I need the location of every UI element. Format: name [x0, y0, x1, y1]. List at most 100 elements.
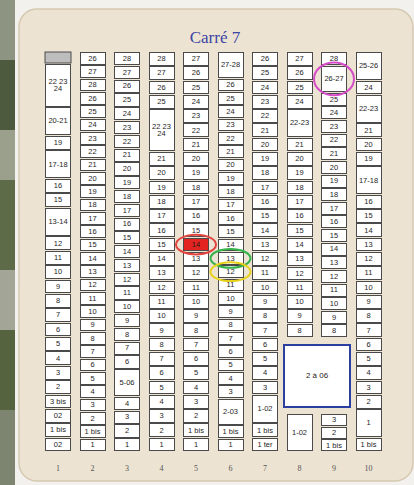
plot-cell: 26: [114, 80, 140, 93]
column-label-box: 9: [321, 457, 347, 475]
plot-number: 11: [226, 281, 236, 289]
plot-number: 2: [158, 427, 164, 435]
plot-number: 11: [191, 284, 201, 292]
plot-number: 27: [122, 69, 132, 77]
plot-cell: 24: [218, 105, 244, 118]
plot-cell: 9: [218, 305, 244, 318]
plot-number: 5: [55, 340, 61, 348]
plot-cell: 6: [356, 338, 382, 352]
plot-number: 28: [87, 81, 97, 89]
plot-cell: 4: [114, 397, 140, 410]
plot-number: 21: [87, 161, 97, 169]
plot-number: 4: [55, 355, 61, 363]
plot-cell: 6: [183, 352, 209, 366]
plot-cell: 28: [80, 79, 106, 92]
column-label-box: 4: [149, 457, 175, 475]
plot-cell: 5: [45, 337, 71, 351]
plot-cell: 25: [183, 81, 209, 95]
plot-number: 23: [87, 135, 97, 143]
plot-cell: 18: [149, 195, 175, 209]
plot-number: 6: [89, 361, 95, 369]
plot-number: 16: [53, 182, 63, 190]
title-box: Carré 7: [20, 28, 410, 48]
plot-number: 26: [122, 82, 132, 90]
plot-number: 22: [122, 138, 132, 146]
plot-cell: 18: [183, 181, 209, 195]
plot-number: 20: [122, 165, 132, 173]
plot-cell: 16: [321, 215, 347, 228]
plot-cell: 10: [321, 297, 347, 310]
plot-number: 1-02: [256, 405, 273, 413]
plot-cell: 5: [356, 352, 382, 366]
plot-cell: 18: [114, 190, 140, 203]
plot-cell: 2: [183, 409, 209, 423]
plot-cell: 19: [80, 185, 106, 198]
plot-number: 17: [156, 212, 166, 220]
plot-number: 19: [156, 184, 166, 192]
plot-number: 10: [122, 303, 132, 311]
plot-cell: 21: [356, 123, 382, 137]
plot-number: 2: [89, 415, 95, 423]
plot-cell: 21: [183, 138, 209, 152]
plot-cell: 6: [149, 366, 175, 380]
plot-cell: 16: [356, 195, 382, 209]
plot-cell: 22: [183, 123, 209, 137]
plot-number: 2: [124, 427, 130, 435]
plot-cell: 2: [80, 412, 106, 425]
plot-cell: 8: [252, 309, 278, 323]
plot-number: 22: [225, 135, 235, 143]
plot-number: 25: [87, 108, 97, 116]
plot-cell: 1 bis: [183, 423, 209, 437]
plot-cell: 19: [287, 166, 313, 180]
plot-number: 16: [191, 212, 201, 220]
plot-number: 23: [225, 121, 235, 129]
column-number: 6: [229, 464, 233, 473]
plot-cell: 10: [149, 309, 175, 323]
plot-number: 13: [87, 268, 97, 276]
plot-cell: 10: [183, 295, 209, 309]
plot-number: 6: [365, 341, 371, 349]
column-label-box: 8: [287, 457, 313, 475]
column-number: 9: [332, 464, 336, 473]
plot-number: 2: [55, 383, 61, 391]
column-label-box: 5: [183, 457, 209, 475]
plot-number: 1: [89, 441, 95, 449]
column-label-box: 2: [80, 457, 106, 475]
plot-cell: 13: [252, 238, 278, 252]
plot-number: 17: [260, 184, 270, 192]
plot-number: 7: [262, 327, 268, 335]
plot-number: 6: [227, 348, 233, 356]
plot-number: 1 bis: [187, 427, 205, 435]
plot-number: 17: [191, 198, 201, 206]
plot-number: 22: [329, 136, 339, 144]
plot-number: 3: [193, 398, 199, 406]
plot-cell: 7: [183, 338, 209, 352]
plot-cell: 14: [183, 238, 209, 252]
plot-cell: 13: [287, 252, 313, 266]
plot-number: 21: [294, 141, 304, 149]
plot-cell: 24: [80, 119, 106, 132]
plot-cell: 7: [80, 345, 106, 358]
plot-cell: 19: [252, 152, 278, 166]
plot-cell: 4: [218, 372, 244, 385]
plot-number: 24: [329, 109, 339, 117]
plot-cell: 4: [149, 395, 175, 409]
plot-cell: 20: [80, 172, 106, 185]
plot-cell: 6: [80, 359, 106, 372]
plot-number: 14: [122, 248, 132, 256]
plot-cell: 10: [287, 295, 313, 309]
plot-cell: 02: [45, 438, 71, 452]
plot-cell: 19: [356, 152, 382, 166]
plot-number: 9: [158, 327, 164, 335]
plot-cell: 13: [218, 252, 244, 265]
column-number: 2: [91, 464, 95, 473]
plot-cell: 1: [218, 439, 244, 452]
plot-number: 20: [329, 164, 339, 172]
plot-cell: 3: [356, 381, 382, 395]
plot-number: 10: [53, 268, 63, 276]
plot-number: 02: [53, 441, 63, 449]
plot-cell: 15: [321, 229, 347, 242]
plot-number: 1: [158, 441, 164, 449]
plot-cell: 17: [149, 209, 175, 223]
plot-number: 1: [365, 419, 371, 427]
